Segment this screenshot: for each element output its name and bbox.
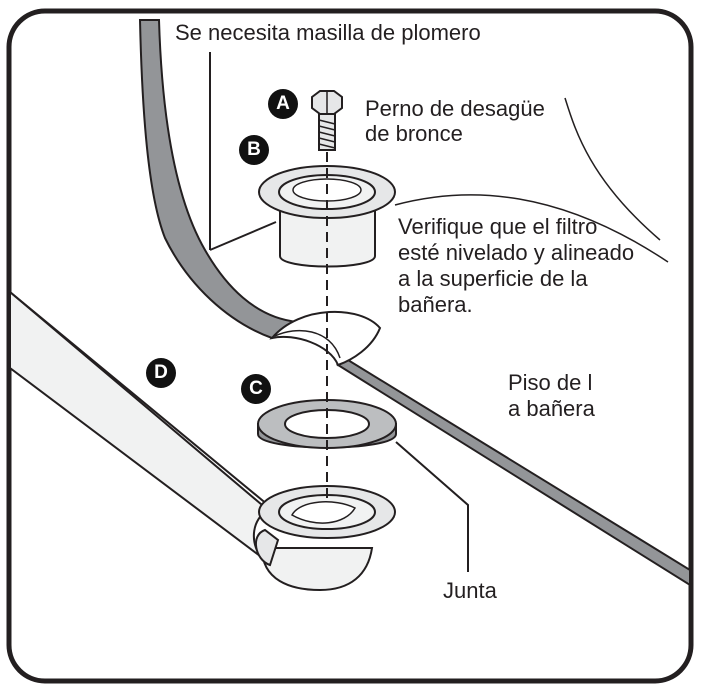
bolt-leader [564,97,661,241]
verify-label-line3: a la superficie de la [398,266,588,291]
bolt-label-line2: de bronce [365,121,463,146]
badge-b: B [239,135,269,165]
verify-label-line1: Verifique que el filtro [398,214,598,239]
drain-body [255,485,396,592]
tub-drain-hole-inner [274,329,341,359]
brass-drain-bolt [311,90,343,151]
floor-label-line2: a bañera [508,396,595,421]
floor-label-line1: Piso de l [508,370,593,395]
badge-a: A [268,89,298,119]
gasket-label: Junta [443,578,497,603]
bolt-label-line1: Perno de desagüe [365,96,545,121]
gasket-leader [395,441,469,572]
badge-c: C [241,374,271,404]
verify-label-line4: bañera. [398,292,473,317]
putty-note: Se necesita masilla de plomero [175,20,481,45]
badge-d: D [146,358,176,388]
verify-label-line2: esté nivelado y alineado [398,240,635,265]
verify-leader [394,194,669,263]
